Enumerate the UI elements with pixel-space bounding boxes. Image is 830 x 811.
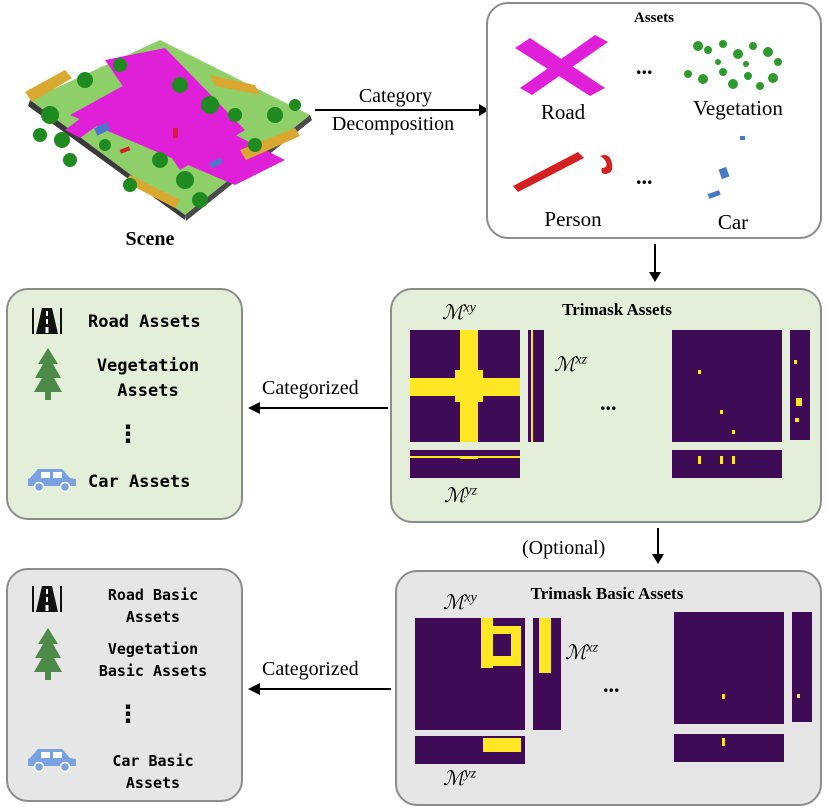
road-icon bbox=[32, 586, 62, 612]
person-asset-label: Person bbox=[544, 207, 602, 231]
vegetation-asset-label: Vegetation bbox=[693, 96, 783, 120]
down-arrow-2 bbox=[652, 528, 664, 564]
tree-icon bbox=[34, 628, 62, 680]
decomp-label-1: Category bbox=[358, 85, 433, 107]
trimask-title: Trimask Assets bbox=[562, 300, 672, 319]
basic-title: Trimask Basic Assets bbox=[530, 584, 684, 603]
vegetation-assets-label-1: Vegetation bbox=[96, 356, 200, 376]
trimask-car-xy bbox=[672, 330, 782, 442]
trimask-road-xz bbox=[528, 330, 544, 442]
basic-label-xz-sup: xz bbox=[586, 640, 599, 656]
basic-label-yz: ℳyz bbox=[443, 766, 476, 791]
categorized-label-2: Categorized bbox=[262, 658, 359, 680]
road-icon bbox=[32, 308, 62, 334]
basic-label-xy-m: ℳ bbox=[443, 590, 465, 614]
trimask-car-xz bbox=[790, 330, 810, 440]
trimask-label-xz-m: ℳ bbox=[554, 352, 576, 376]
basic-ellipsis: ... bbox=[603, 672, 620, 697]
trimask-ellipsis: ... bbox=[600, 390, 617, 415]
basic-label-xz-m: ℳ bbox=[565, 640, 587, 664]
trimask-label-yz-sup: yz bbox=[465, 483, 478, 499]
basic-label-yz-sup: yz bbox=[464, 766, 477, 782]
trimask-label-xz: ℳxz bbox=[554, 352, 587, 377]
scene-label: Scene bbox=[125, 228, 175, 250]
trimask-assets-panel: Trimask Assets ℳxy ℳxz ℳyz ... bbox=[390, 288, 822, 523]
vegetation-asset-image bbox=[684, 40, 782, 90]
basic-label-xy: ℳxy bbox=[443, 590, 477, 615]
assets-title: Assets bbox=[634, 10, 674, 26]
road-assets-label: Road Assets bbox=[88, 312, 201, 332]
trimask-road-xy bbox=[410, 330, 520, 442]
trimask-label-xy: ℳxy bbox=[442, 300, 476, 325]
categorized-label-1: Categorized bbox=[262, 377, 359, 399]
ellipsis-bottom: ... bbox=[636, 164, 653, 189]
basic-category-panel: Road Basic Assets Vegetation Basic Asset… bbox=[6, 568, 243, 802]
down-arrow-1 bbox=[649, 244, 661, 282]
optional-label: (Optional) bbox=[522, 537, 606, 559]
trimask-label-yz: ℳyz bbox=[444, 483, 477, 508]
scene-image bbox=[10, 20, 315, 221]
decomp-arrow bbox=[315, 104, 489, 116]
vegetation-basic-label-2: Basic Assets bbox=[98, 662, 208, 680]
trimask-label-xz-sup: xz bbox=[575, 352, 588, 368]
ellipsis-top: ... bbox=[636, 54, 653, 79]
basic-car-xz bbox=[792, 612, 812, 722]
car-asset-label: Car bbox=[717, 210, 749, 234]
trimask-basic-panel: Trimask Basic Assets ℳxy ℳxz ℳyz ... bbox=[395, 570, 822, 806]
basic-label-xy-sup: xy bbox=[464, 590, 477, 606]
road-basic-label-2: Assets bbox=[125, 608, 181, 626]
assets-panel: Assets Road ... Vegetation Person ... Ca… bbox=[486, 2, 822, 239]
trimask-label-yz-m: ℳ bbox=[444, 483, 466, 507]
basic-car-yz bbox=[674, 734, 784, 762]
vegetation-basic-label-1: Vegetation bbox=[107, 640, 199, 658]
basic-car-xy bbox=[674, 612, 784, 724]
basic-road-xz bbox=[533, 618, 561, 730]
person-asset-image bbox=[513, 152, 613, 192]
basic-category-dots: ⋮ bbox=[116, 700, 140, 728]
basic-label-xz: ℳxz bbox=[565, 640, 598, 665]
road-basic-label-1: Road Basic bbox=[107, 586, 199, 604]
trimask-car-yz bbox=[672, 450, 782, 478]
road-asset-label: Road bbox=[540, 100, 586, 124]
car-icon bbox=[28, 469, 76, 493]
car-basic-label-1: Car Basic bbox=[112, 752, 194, 770]
decomp-label-2: Decomposition bbox=[331, 113, 455, 135]
car-basic-label-2: Assets bbox=[125, 774, 181, 792]
basic-label-yz-m: ℳ bbox=[443, 766, 465, 790]
tree-icon bbox=[34, 348, 62, 400]
basic-road-yz bbox=[415, 736, 525, 764]
car-assets-label: Car Assets bbox=[88, 472, 191, 492]
vegetation-assets-label-2: Assets bbox=[117, 381, 179, 401]
car-asset-image bbox=[707, 136, 745, 199]
trimask-label-xy-m: ℳ bbox=[442, 300, 464, 324]
trimask-label-xy-sup: xy bbox=[463, 300, 476, 316]
trimask-road-yz bbox=[410, 450, 520, 478]
basic-road-xy bbox=[415, 618, 525, 730]
categorized-arrow-1 bbox=[248, 402, 388, 414]
categorized-arrow-2 bbox=[248, 683, 391, 695]
car-icon bbox=[28, 749, 76, 773]
category-dots: ⋮ bbox=[116, 420, 140, 448]
road-asset-image bbox=[515, 35, 608, 96]
category-assets-panel: Road Assets Vegetation Assets ⋮ Car Asse… bbox=[6, 288, 243, 520]
